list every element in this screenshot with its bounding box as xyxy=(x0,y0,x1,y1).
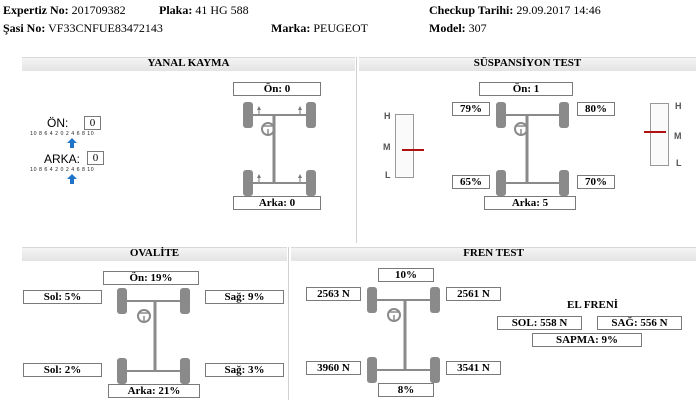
left-gauge-level-mark xyxy=(402,149,424,152)
plaka-label: Plaka: xyxy=(159,3,193,17)
fren-car-diagram xyxy=(367,287,440,383)
yanal-car-diagram xyxy=(243,102,316,196)
sasi-label: Şasi No: xyxy=(3,21,46,35)
el-freni-sag-box: SAĞ: 556 N xyxy=(597,316,682,330)
marka-label: Marka: xyxy=(271,21,311,35)
ovalite-title-bar xyxy=(22,247,287,261)
susp-car-diagram xyxy=(496,102,569,196)
expertiz-no: Expertiz No: 201709382 xyxy=(3,3,126,18)
expertiz-label: Expertiz No: xyxy=(3,3,69,17)
bottom-divider xyxy=(288,247,289,400)
plaka: Plaka: 41 HG 588 xyxy=(159,3,249,18)
fren-front-box: 10% xyxy=(378,268,434,282)
top-divider xyxy=(356,57,357,243)
yanal-on-scale: 10 8 6 4 2 0 2 4 6 8 10 xyxy=(30,131,95,137)
susp-rl-box: 65% xyxy=(452,175,490,189)
right-gauge-h: H xyxy=(675,101,682,111)
expertiz-value: 201709382 xyxy=(71,3,126,17)
fren-rl-box: 3960 N xyxy=(306,361,361,375)
suspansiyon-title: SÜSPANSİYON TEST xyxy=(473,57,582,69)
model-label: Model: xyxy=(429,21,466,35)
fren-fr-box: 2561 N xyxy=(446,287,501,301)
right-gauge-m: M xyxy=(674,131,682,141)
ovalite-fl-box: Sol: 5% xyxy=(23,290,102,304)
el-freni-sol-box: SOL: 558 N xyxy=(497,316,582,330)
susp-fl-box: 79% xyxy=(452,102,490,116)
sasi-no: Şasi No: VF33CNFUE83472143 xyxy=(3,21,163,36)
el-freni-title: EL FRENİ xyxy=(567,299,619,311)
marka: Marka: PEUGEOT xyxy=(271,21,368,36)
model-value: 307 xyxy=(468,21,487,35)
model: Model: 307 xyxy=(429,21,487,36)
ovalite-car-diagram xyxy=(117,288,190,384)
yanal-arka-value: 0 xyxy=(87,151,104,165)
yanal-front-box: Ön: 0 xyxy=(233,82,321,96)
ovalite-front-box: Ön: 19% xyxy=(103,271,199,285)
left-gauge-m: M xyxy=(383,142,391,152)
yanal-on-label: ÖN: xyxy=(47,116,69,130)
right-gauge-level-mark xyxy=(644,131,666,134)
fren-title: FREN TEST xyxy=(463,247,524,259)
susp-fr-box: 80% xyxy=(577,102,615,116)
checkup-value: 29.09.2017 14:46 xyxy=(516,3,601,17)
checkup-label: Checkup Tarihi: xyxy=(429,3,514,17)
right-gauge-l: L xyxy=(676,158,682,168)
yanal-kayma-title: YANAL KAYMA xyxy=(147,57,230,69)
susp-rear-box: Arka: 5 xyxy=(484,196,576,210)
yanal-arka-label: ARKA: xyxy=(44,152,81,166)
checkup-date: Checkup Tarihi: 29.09.2017 14:46 xyxy=(429,3,601,18)
sapma-box: SAPMA: 9% xyxy=(532,333,642,347)
yanal-arka-scale: 10 8 6 4 2 0 2 4 6 8 10 xyxy=(30,167,95,173)
susp-front-box: Ön: 1 xyxy=(479,82,573,96)
fren-title-bar xyxy=(291,247,696,261)
ovalite-rl-box: Sol: 2% xyxy=(23,363,102,377)
yanal-on-value: 0 xyxy=(84,116,101,130)
yanal-on-arrow-icon xyxy=(67,138,77,148)
left-suspension-gauge xyxy=(395,114,424,178)
ovalite-rr-box: Sağ: 3% xyxy=(205,363,284,377)
yanal-kayma-title-bar xyxy=(22,57,355,71)
ovalite-fr-box: Sağ: 9% xyxy=(205,290,284,304)
yanal-rear-box: Arka: 0 xyxy=(233,196,321,210)
ovalite-title: OVALİTE xyxy=(129,247,180,259)
left-gauge-h: H xyxy=(384,111,391,121)
plaka-value: 41 HG 588 xyxy=(195,3,249,17)
fren-rear-box: 8% xyxy=(378,383,434,397)
left-gauge-l: L xyxy=(385,170,391,180)
yanal-arka-arrow-icon xyxy=(67,174,77,184)
susp-rr-box: 70% xyxy=(577,175,615,189)
sasi-value: VF33CNFUE83472143 xyxy=(48,21,163,35)
right-suspension-gauge xyxy=(644,103,669,166)
marka-value: PEUGEOT xyxy=(313,21,368,35)
ovalite-rear-box: Arka: 21% xyxy=(108,384,200,398)
fren-fl-box: 2563 N xyxy=(306,287,361,301)
suspansiyon-title-bar xyxy=(359,57,696,71)
fren-rr-box: 3541 N xyxy=(446,361,501,375)
